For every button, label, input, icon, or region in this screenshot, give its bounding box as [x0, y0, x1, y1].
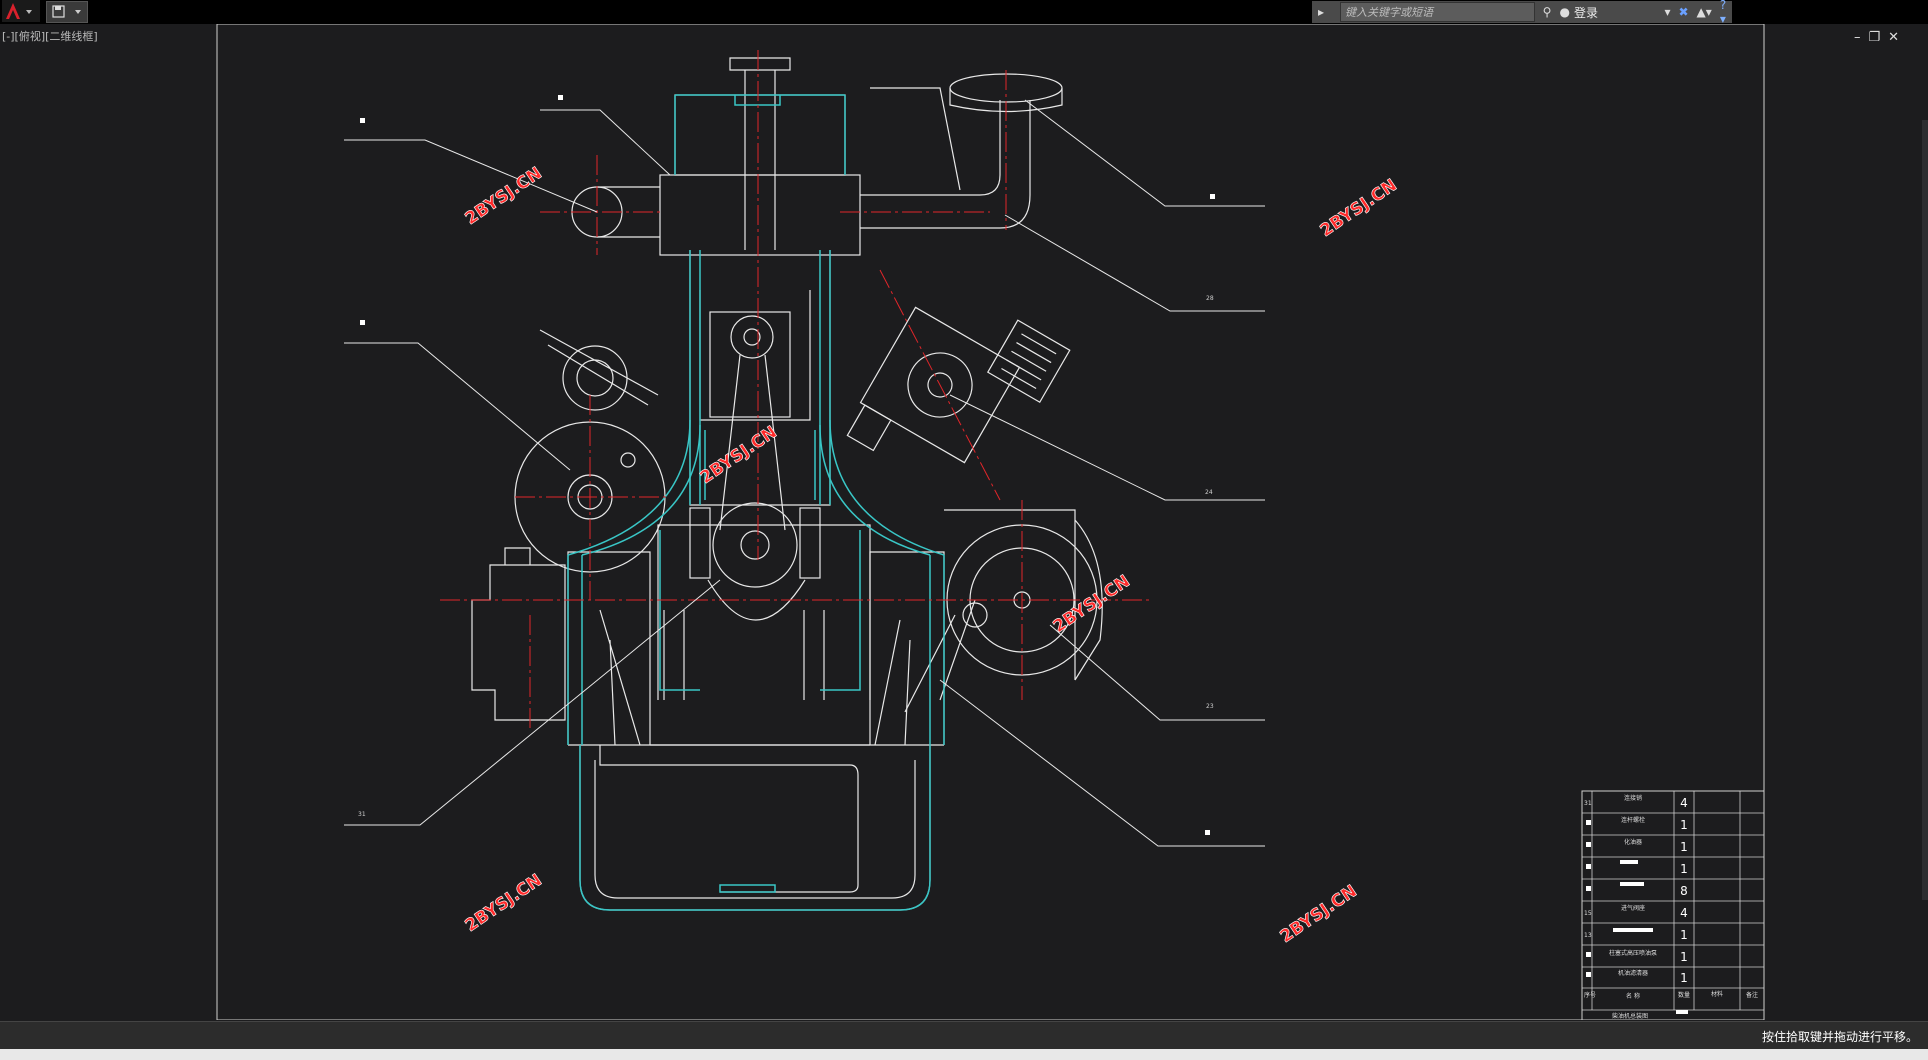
- callout-label: 23: [1206, 703, 1214, 710]
- expand-arrow-icon[interactable]: ▸: [1318, 5, 1325, 19]
- save-icon: [52, 5, 81, 18]
- row-number: 13: [1584, 932, 1592, 939]
- application-menu-button[interactable]: [2, 0, 40, 22]
- bottom-strip: [0, 1049, 1928, 1060]
- watermark-text: 2BYSJ.CN: [462, 870, 546, 936]
- row-number: 31: [1584, 800, 1592, 807]
- header-material: 材料: [1711, 990, 1723, 998]
- navigation-bar[interactable]: [1922, 120, 1928, 900]
- status-message: 按住拾取键并拖动进行平移。: [1761, 1030, 1918, 1044]
- help-icon[interactable]: ?▾: [1719, 0, 1727, 26]
- leader-lines: [344, 99, 1265, 847]
- drawing-title: 柴油机总装图: [1612, 1012, 1648, 1020]
- watermarks: 2BYSJ.CN 2BYSJ.CN 2BYSJ.CN 2BYSJ.CN 2BYS…: [461, 163, 1401, 947]
- command-status-bar: 按住拾取键并拖动进行平移。: [0, 1021, 1928, 1050]
- part-qty: 4: [1680, 906, 1688, 920]
- callout-label: 28: [1206, 295, 1214, 302]
- part-name: 连接销: [1624, 794, 1642, 802]
- minimize-icon[interactable]: –: [1854, 30, 1861, 45]
- part-name: 进气阀座: [1621, 904, 1645, 912]
- view-controls-label[interactable]: [-][俯视][二维线框]: [2, 30, 98, 43]
- parts-list-table: 31 15 13 连接销 连杆螺栓 化油器 进气阀座 柱塞式高压喷油泵 机油滤清…: [1581, 790, 1765, 1021]
- part-qty: 1: [1680, 840, 1688, 854]
- part-name: 连杆螺栓: [1621, 816, 1645, 824]
- autocad-logo-icon: [6, 3, 32, 19]
- watermark-text: 2BYSJ.CN: [1317, 175, 1401, 241]
- restore-icon[interactable]: ❐: [1868, 30, 1881, 45]
- part-name: 柱塞式高压喷油泵: [1609, 949, 1657, 957]
- header-qty: 数量: [1678, 991, 1690, 999]
- engine-outline: [471, 57, 1103, 911]
- part-qty: 4: [1680, 796, 1688, 810]
- section-walls: [567, 94, 945, 911]
- part-qty: 1: [1680, 818, 1688, 832]
- center-lines: [440, 50, 1150, 730]
- part-qty: 1: [1680, 950, 1688, 964]
- binoculars-icon[interactable]: ⚲: [1542, 5, 1552, 19]
- close-icon[interactable]: ✕: [1888, 30, 1900, 45]
- part-qty: 8: [1680, 884, 1688, 898]
- quick-access-toolbar[interactable]: [46, 1, 88, 23]
- watermark-text: 2BYSJ.CN: [1277, 881, 1361, 947]
- callout-markers: [360, 95, 1215, 835]
- part-name: 化油器: [1624, 838, 1642, 846]
- part-name: 机油滤清器: [1618, 969, 1648, 977]
- part-qty: 1: [1680, 971, 1688, 985]
- watermark-text: 2BYSJ.CN: [697, 422, 781, 488]
- exchange-icon[interactable]: ✖: [1678, 5, 1689, 19]
- drawing-viewport[interactable]: 28 24 23 31 2BYSJ.CN 2BYSJ.CN 2BYSJ.CN 2…: [0, 23, 1928, 1021]
- user-icon: ●: [1559, 5, 1570, 19]
- row-number: 15: [1584, 910, 1592, 917]
- engine-assembly-drawing: 28 24 23 31 2BYSJ.CN 2BYSJ.CN 2BYSJ.CN 2…: [216, 23, 1765, 1021]
- part-qty: 1: [1680, 928, 1688, 942]
- part-qty: 1: [1680, 862, 1688, 876]
- callout-label: 24: [1205, 489, 1213, 496]
- top-bar: ▸ ⚲ ● 登录 ▾ ✖ ▲▾ ?▾: [0, 0, 1928, 26]
- autodesk-360-icon[interactable]: ▲▾: [1696, 5, 1712, 19]
- header-remark: 备注: [1746, 991, 1758, 999]
- login-dropdown-icon[interactable]: ▾: [1664, 5, 1671, 19]
- window-controls: – ❐ ✕: [1854, 30, 1899, 45]
- header-name: 名 称: [1626, 992, 1640, 1000]
- login-button[interactable]: 登录: [1573, 5, 1598, 20]
- search-input[interactable]: [1340, 2, 1535, 22]
- header-number: 序号: [1584, 991, 1596, 999]
- callout-label: 31: [358, 811, 366, 818]
- search-area: ▸ ⚲ ● 登录 ▾ ✖ ▲▾ ?▾: [1312, 0, 1732, 26]
